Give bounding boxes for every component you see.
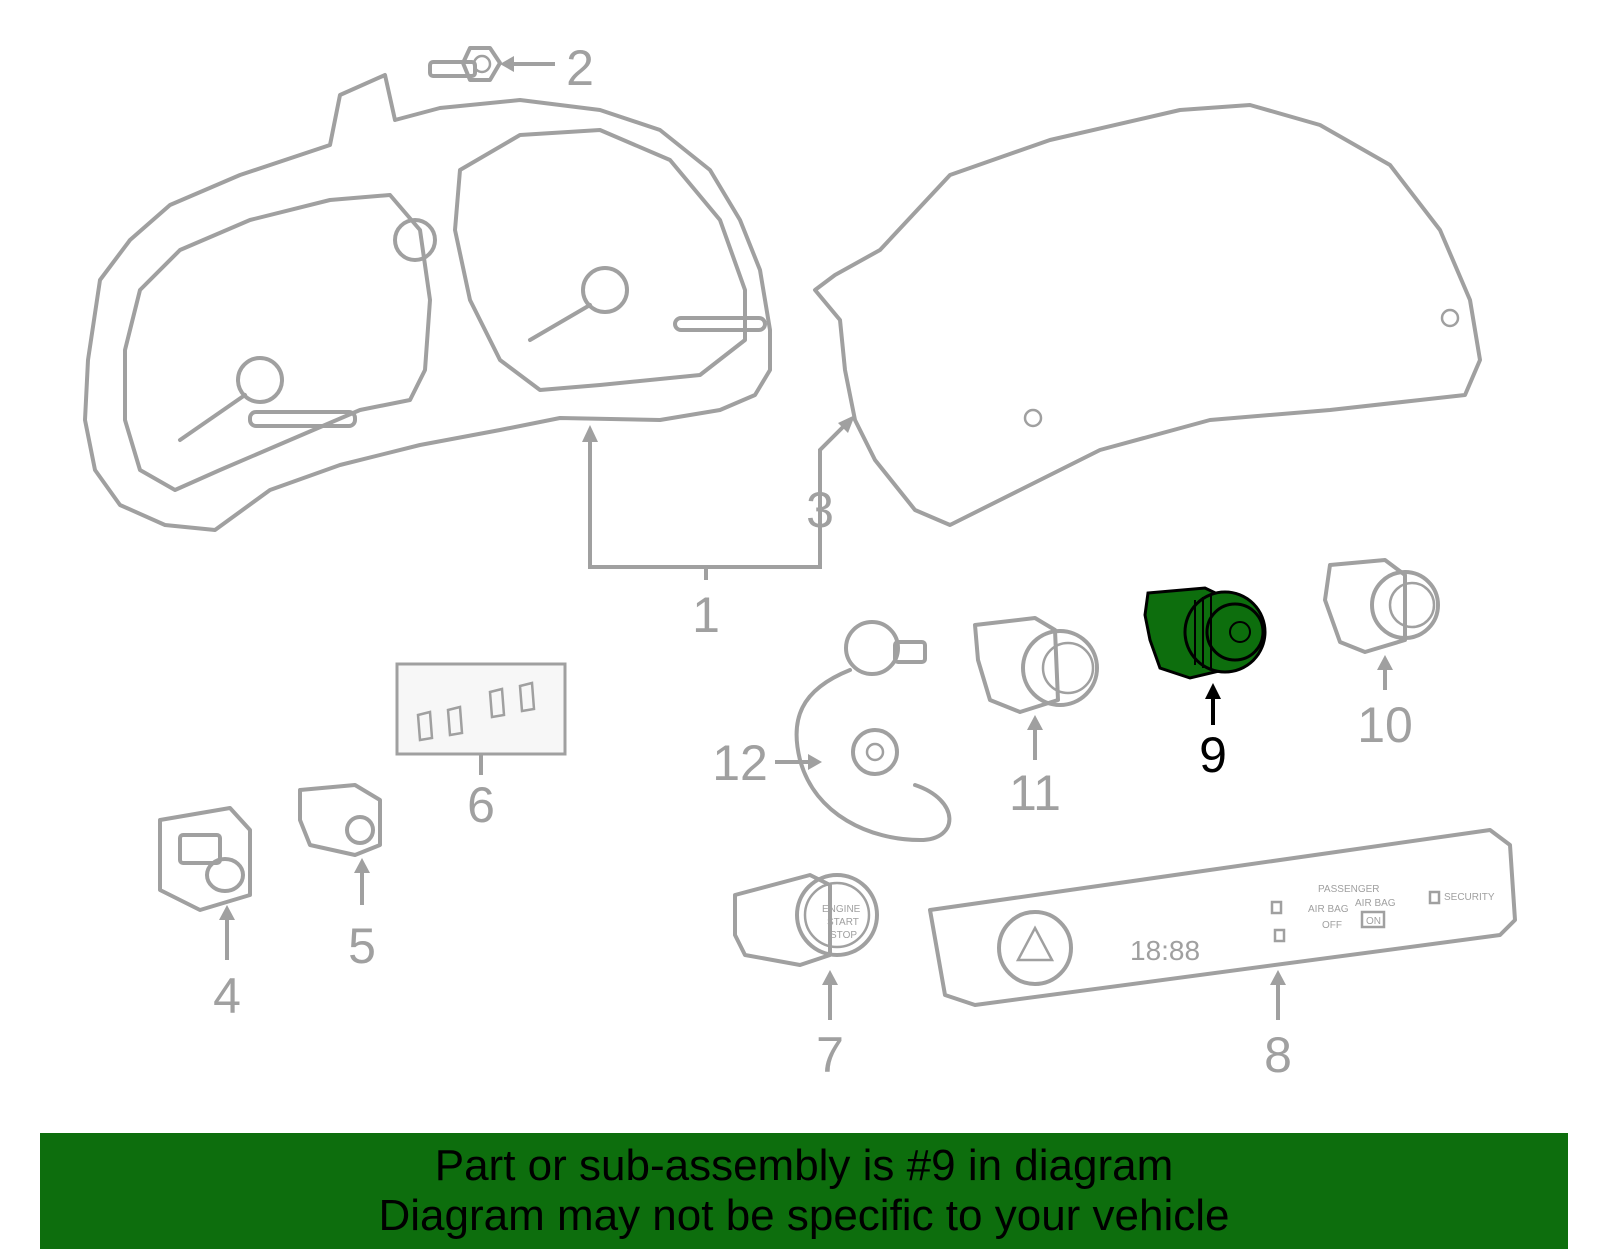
callout-5: 5 bbox=[348, 918, 376, 974]
callout-12: 12 bbox=[712, 735, 768, 791]
callout-8: 8 bbox=[1264, 1027, 1292, 1083]
on-label: ON bbox=[1366, 916, 1381, 927]
part-10-switch[interactable] bbox=[1323, 558, 1440, 654]
banner-line-2: Diagram may not be specific to your vehi… bbox=[378, 1191, 1230, 1240]
part-3-cluster-lens[interactable] bbox=[813, 103, 1482, 527]
callout-3: 3 bbox=[806, 482, 834, 538]
part-8-switch-panel[interactable]: 18:88 PASSENGER AIR BAG AIR BAG OFF ON S… bbox=[928, 828, 1517, 1007]
passenger-label: PASSENGER bbox=[1318, 884, 1380, 895]
callout-6: 6 bbox=[467, 777, 495, 833]
part-2-screw[interactable] bbox=[428, 46, 502, 82]
part-5-switch[interactable] bbox=[298, 783, 382, 857]
callout-9: 9 bbox=[1199, 727, 1227, 783]
callout-numbers: 1 2 3 4 5 6 7 8 9 10 11 12 bbox=[213, 40, 1413, 1083]
callout-10: 10 bbox=[1357, 697, 1413, 753]
clock-display: 18:88 bbox=[1130, 935, 1200, 966]
part-7-start-button[interactable]: ENGINE START STOP bbox=[733, 873, 879, 967]
part-9-switch-highlighted[interactable] bbox=[1143, 586, 1267, 680]
part-6-bulb-kit[interactable] bbox=[395, 662, 567, 756]
callout-11: 11 bbox=[1009, 765, 1061, 821]
callout-7: 7 bbox=[816, 1027, 844, 1083]
part-12-sensor-harness[interactable] bbox=[794, 620, 952, 842]
start-button-label-start: START bbox=[827, 917, 859, 928]
air-bag-right-label: AIR BAG bbox=[1355, 898, 1396, 909]
banner-line-1: Part or sub-assembly is #9 in diagram bbox=[434, 1141, 1174, 1190]
start-button-label-stop: STOP bbox=[830, 930, 857, 941]
part-4-switch[interactable] bbox=[158, 806, 252, 912]
part-11-switch[interactable] bbox=[973, 616, 1099, 714]
leader-lines bbox=[219, 56, 1393, 1020]
start-button-label-engine: ENGINE bbox=[822, 904, 861, 915]
callout-2: 2 bbox=[566, 40, 594, 96]
part-1-instrument-cluster[interactable] bbox=[83, 73, 772, 532]
info-banner: Part or sub-assembly is #9 in diagram Di… bbox=[40, 1133, 1568, 1249]
callout-1: 1 bbox=[692, 587, 720, 643]
air-bag-left-label: AIR BAG bbox=[1308, 904, 1349, 915]
off-label: OFF bbox=[1322, 920, 1342, 931]
security-label: SECURITY bbox=[1444, 892, 1495, 903]
callout-4: 4 bbox=[213, 968, 241, 1024]
